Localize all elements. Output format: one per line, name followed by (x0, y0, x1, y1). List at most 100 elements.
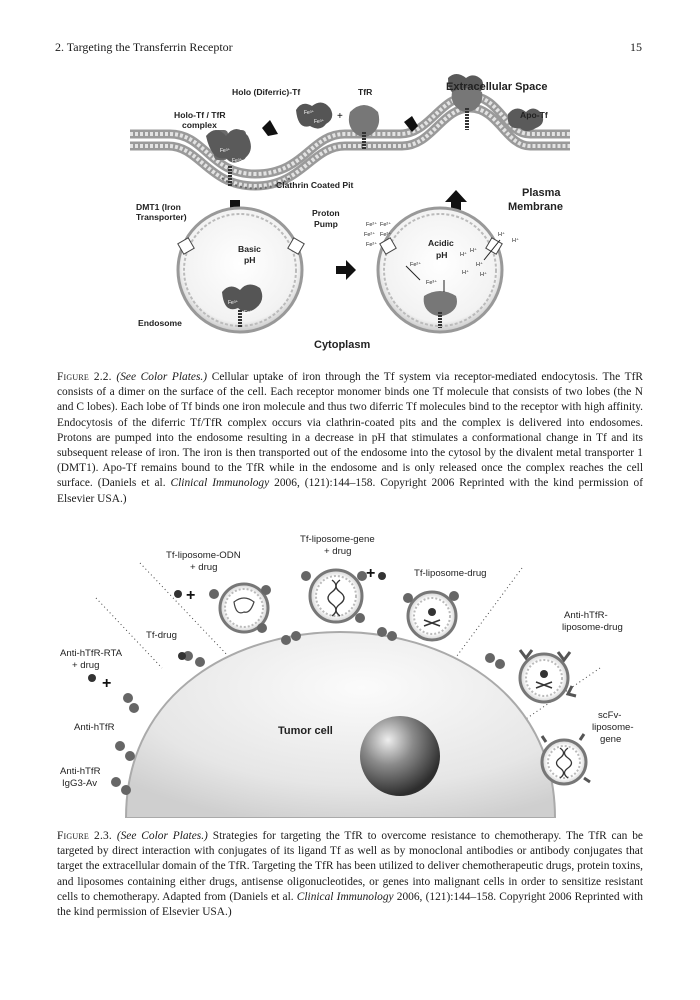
label-anti-htfr-igg: Anti-hTfR (60, 766, 101, 777)
drug-symbols (88, 572, 386, 682)
endocytosis-diagram: Fe³⁺ Fe³⁺ Fe³⁺ Fe³⁺ + Fe³⁺ Fe³⁺ (130, 74, 570, 351)
label-acidic-ph: pH (436, 250, 447, 260)
caption-journal: Clinical Immunology (170, 477, 270, 490)
plus-sign: + (366, 565, 375, 582)
clathrin-coat (221, 177, 291, 190)
h-ion: H⁺ (470, 247, 477, 254)
h-ion: H⁺ (462, 269, 469, 276)
arrow-acidify (336, 260, 356, 280)
label-igg3-av: IgG3-Av (62, 778, 97, 789)
surface-receptors (111, 627, 505, 795)
label-odn-drug: + drug (190, 562, 217, 573)
label-extracellular-space: Extracellular Space (446, 81, 548, 93)
liposome-drug (403, 590, 459, 642)
label-gene-drug: + drug (324, 546, 351, 557)
tfr-dimer (348, 105, 380, 150)
caption-journal: Clinical Immunology (296, 890, 394, 903)
acidic-endosome (376, 206, 504, 334)
label-anti-htfr-liposome: Anti-hTfR- (564, 610, 608, 621)
h-ion: H⁺ (476, 261, 483, 268)
plasma-membrane (130, 91, 570, 191)
label-acidic: Acidic (428, 238, 454, 248)
figure-2-2-caption: Figure 2.2. (See Color Plates.) Cellular… (57, 370, 643, 507)
fe2-ion: Fe²⁺ (366, 221, 377, 228)
label-apo-tf: Apo-Tf (520, 110, 548, 120)
h-ion: H⁺ (480, 271, 487, 278)
liposome-odn (209, 582, 271, 634)
label-tfr: TfR (358, 87, 373, 97)
caption-tail: 2006, (121):144–158. Copyright 2006 Repr… (57, 477, 643, 505)
nucleus (360, 716, 440, 796)
label-tf-liposome-odn: Tf-liposome-ODN (166, 550, 241, 561)
fe2-ion: Fe²⁺ (410, 261, 421, 268)
proton-pump (287, 237, 305, 255)
label-endosome: Endosome (138, 318, 182, 328)
caption-tail: 2006, (121):144–158. Copyright 2006 Repr… (57, 890, 643, 919)
liposome-gene (301, 568, 367, 624)
label-clathrin-pit: Clathrin Coated Pit (276, 180, 353, 190)
fe3-ion: Fe³⁺ (426, 279, 437, 286)
fe-label: Fe³⁺ (314, 119, 325, 125)
label-scfv-liposome: liposome- (592, 722, 634, 733)
label-holo-complex: Holo-Tf / TfR (174, 110, 226, 120)
label-dmt1-2: Transporter) (136, 212, 187, 222)
plus-sign: + (102, 675, 111, 692)
label-scfv: scFv- (598, 710, 621, 721)
holo-tf-molecule: Fe³⁺ Fe³⁺ (296, 102, 333, 129)
fe2-ion: Fe²⁺ (380, 221, 391, 228)
page-number: 15 (630, 40, 642, 54)
label-tf-liposome-gene: Tf-liposome-gene (300, 534, 375, 545)
label-holo-tf: Holo (Diferric)-Tf (232, 87, 300, 97)
fe-label: Fe³⁺ (304, 110, 315, 116)
fe-label: Fe³⁺ (228, 300, 239, 306)
caption-see-plates: (See Color Plates.) (116, 371, 208, 383)
caption-text: Strategies for targeting the TfR to over… (57, 830, 643, 903)
label-cytoplasm: Cytoplasm (314, 339, 370, 351)
label-rta-drug: + drug (72, 660, 99, 671)
apo-tf-released (507, 108, 544, 131)
arrow-binding (262, 120, 278, 136)
caption-text: Cellular uptake of iron through the Tf s… (57, 371, 643, 490)
label-tf-drug: Tf-drug (146, 630, 177, 641)
basic-endosome: Fe³⁺ Fe³⁺ (176, 206, 305, 334)
apo-tf-tfr (448, 74, 484, 130)
figure-2-2: Fe³⁺ Fe³⁺ Fe³⁺ Fe³⁺ + Fe³⁺ Fe³⁺ (0, 70, 700, 360)
running-head: 2. Targeting the Transferrin Receptor 15 (55, 40, 642, 58)
label-membrane: Membrane (508, 201, 563, 213)
tumor-cell (124, 630, 557, 818)
plus-sign: + (337, 111, 343, 122)
caption-label: Figure 2.2. (57, 371, 112, 383)
chapter-title: 2. Targeting the Transferrin Receptor (55, 40, 233, 54)
fe-label: Fe³⁺ (232, 158, 243, 164)
fe-label: Fe³⁺ (220, 148, 231, 154)
dmt1-transporter (177, 237, 195, 255)
label-pump: Pump (314, 219, 338, 229)
fe2-ion: Fe²⁺ (366, 241, 377, 248)
tfr-targeting-diagram: + + + Tf-liposome-ODN + drug Tf-liposome… (60, 534, 634, 818)
fe2-ion: Fe²⁺ (380, 231, 391, 238)
figure-2-3-caption: Figure 2.3. (See Color Plates.) Strategi… (57, 829, 643, 920)
anti-htfr-liposome (518, 649, 577, 704)
label-dmt1: DMT1 (Iron (136, 202, 181, 212)
label-tf-liposome-drug: Tf-liposome-drug (414, 568, 487, 579)
fe-label: Fe³⁺ (244, 310, 255, 316)
arrow-recycle (445, 190, 467, 210)
caption-see-plates: (See Color Plates.) (116, 830, 208, 842)
plus-sign: + (186, 587, 195, 604)
label-tumor-cell: Tumor cell (278, 725, 333, 737)
caption-label: Figure 2.3. (57, 830, 112, 842)
label-liposome-drug: liposome-drug (562, 622, 623, 633)
label-anti-htfr: Anti-hTfR (74, 722, 115, 733)
label-basic: Basic (238, 244, 261, 254)
h-ion: H⁺ (498, 231, 505, 238)
label-proton: Proton (312, 208, 340, 218)
label-scfv-gene: gene (600, 734, 621, 745)
h-ion: H⁺ (460, 251, 467, 258)
label-anti-htfr-rta: Anti-hTfR-RTA (60, 648, 123, 659)
label-basic-ph: pH (244, 255, 255, 265)
arrow-release (404, 116, 418, 132)
scfv-liposome (540, 733, 591, 786)
label-plasma: Plasma (522, 187, 561, 199)
label-holo-complex-2: complex (182, 120, 217, 130)
fe2-ion: Fe²⁺ (364, 231, 375, 238)
